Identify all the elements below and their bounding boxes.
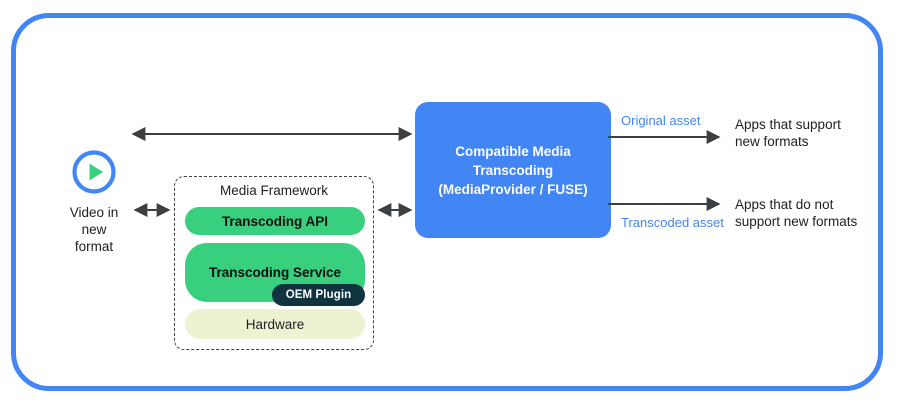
arrow-video-to-framework [133,203,171,217]
oem-plugin-badge-label: OEM Plugin [285,289,352,301]
arrow-cmt-to-apps-no-support [608,197,721,211]
layer-transcoding-service-label: Transcoding Service [208,265,342,280]
video-source-label: Video in new format [69,205,119,254]
transcoded-asset-label: Transcoded asset [621,215,724,230]
play-circle-icon [72,150,116,194]
arrow-video-to-cmt-top [131,127,413,141]
media-framework-container: Media Framework Transcoding API Transcod… [174,176,374,350]
compatible-media-transcoding-box[interactable]: Compatible Media Transcoding (MediaProvi… [415,102,611,238]
compatible-media-transcoding-label: Compatible Media Transcoding (MediaProvi… [438,143,588,197]
outer-blue-frame [11,13,883,391]
apps-that-support-label: Apps that support new formats [735,117,841,149]
layer-transcoding-api[interactable]: Transcoding API [185,207,365,235]
arrow-cmt-to-apps-support [608,130,721,144]
original-asset-label: Original asset [621,113,701,128]
oem-plugin-badge[interactable]: OEM Plugin [272,284,365,306]
video-source-group: Video in new format [48,148,140,255]
layer-hardware-label: Hardware [245,316,305,332]
arrow-framework-to-cmt [377,203,413,217]
layer-transcoding-api-label: Transcoding API [221,213,329,229]
apps-that-do-not-support-label: Apps that do not support new formats [735,197,858,229]
media-framework-title: Media Framework [219,183,329,198]
layer-hardware[interactable]: Hardware [185,309,365,339]
